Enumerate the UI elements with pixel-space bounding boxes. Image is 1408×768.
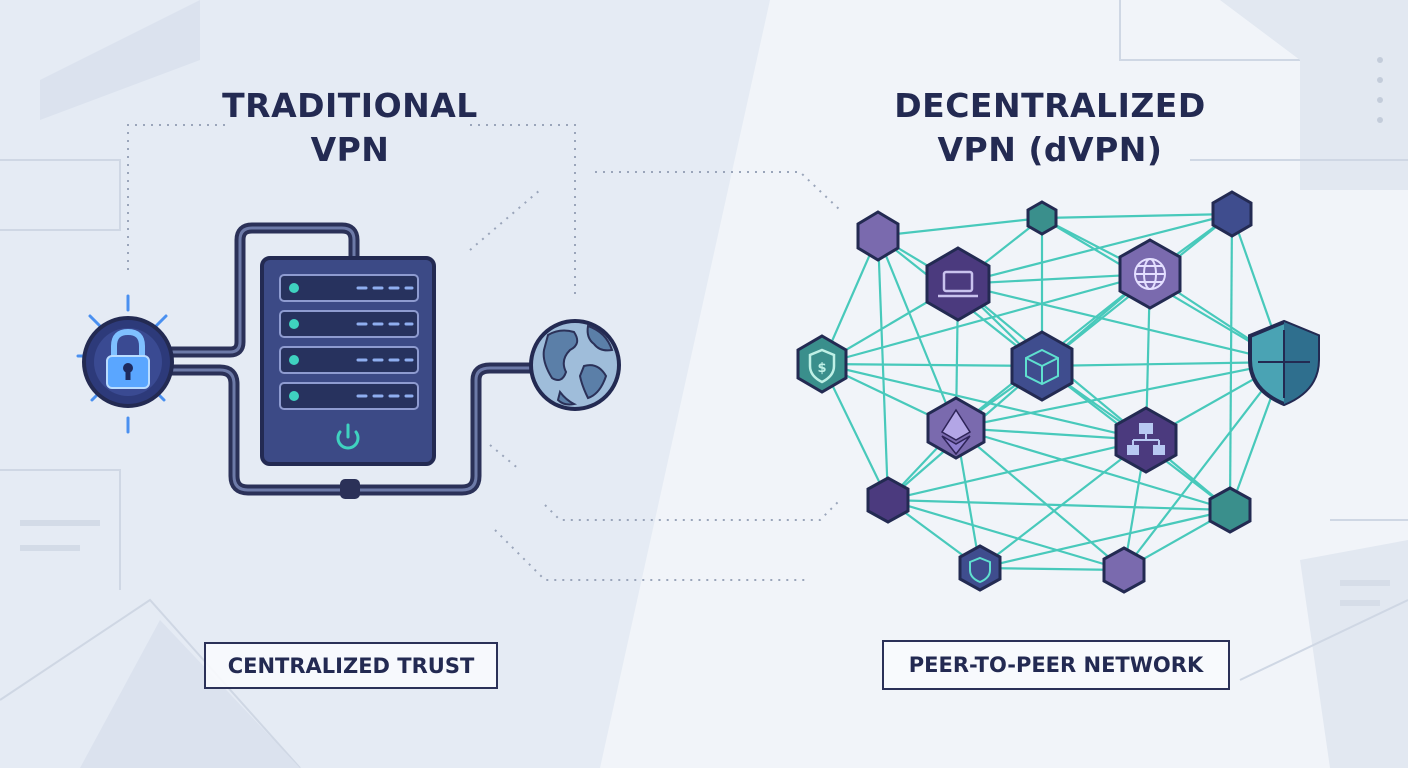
security-shield-icon [1248, 319, 1320, 407]
mesh-node [1211, 190, 1253, 238]
network-icon [1127, 423, 1165, 455]
mesh-nodes [796, 190, 1253, 594]
mesh-node [1208, 486, 1252, 534]
peer-to-peer-caption: PEER-TO-PEER NETWORK [882, 640, 1230, 690]
padlock-icon [76, 294, 174, 434]
mesh-node [925, 246, 991, 322]
web-globe-icon [1134, 258, 1166, 290]
decentralized-vpn-title: DECENTRALIZED VPN (dVPN) [850, 84, 1250, 172]
centralized-trust-caption: CENTRALIZED TRUST [204, 642, 498, 689]
decentralized-vpn-title-line1: DECENTRALIZED [894, 86, 1206, 125]
traditional-vpn-title: TRADITIONAL VPN [150, 84, 550, 172]
decoration-dots [1377, 57, 1383, 123]
power-icon [336, 423, 360, 450]
svg-text:$: $ [817, 361, 826, 376]
decentralized-vpn-title-line2: VPN (dVPN) [937, 130, 1163, 169]
laptop-icon [938, 270, 978, 298]
server-rack-icon [260, 256, 436, 466]
traditional-vpn-title-line2: VPN [310, 130, 390, 169]
mesh-node [1026, 200, 1058, 236]
traditional-vpn-title-line1: TRADITIONAL [222, 86, 478, 125]
small-shield-icon [969, 556, 991, 584]
mesh-node [1102, 546, 1146, 594]
mesh-node [958, 544, 1002, 592]
mesh-node [866, 476, 910, 524]
server-slots [279, 274, 419, 410]
cube-icon [1025, 348, 1059, 386]
dotted-guides [127, 124, 841, 581]
mesh-node [796, 334, 848, 394]
dollar-shield-icon: $ [808, 348, 836, 384]
ethereum-icon [940, 408, 972, 456]
mesh-node [856, 210, 900, 262]
cable-junction [340, 479, 360, 499]
globe-icon [529, 319, 621, 411]
